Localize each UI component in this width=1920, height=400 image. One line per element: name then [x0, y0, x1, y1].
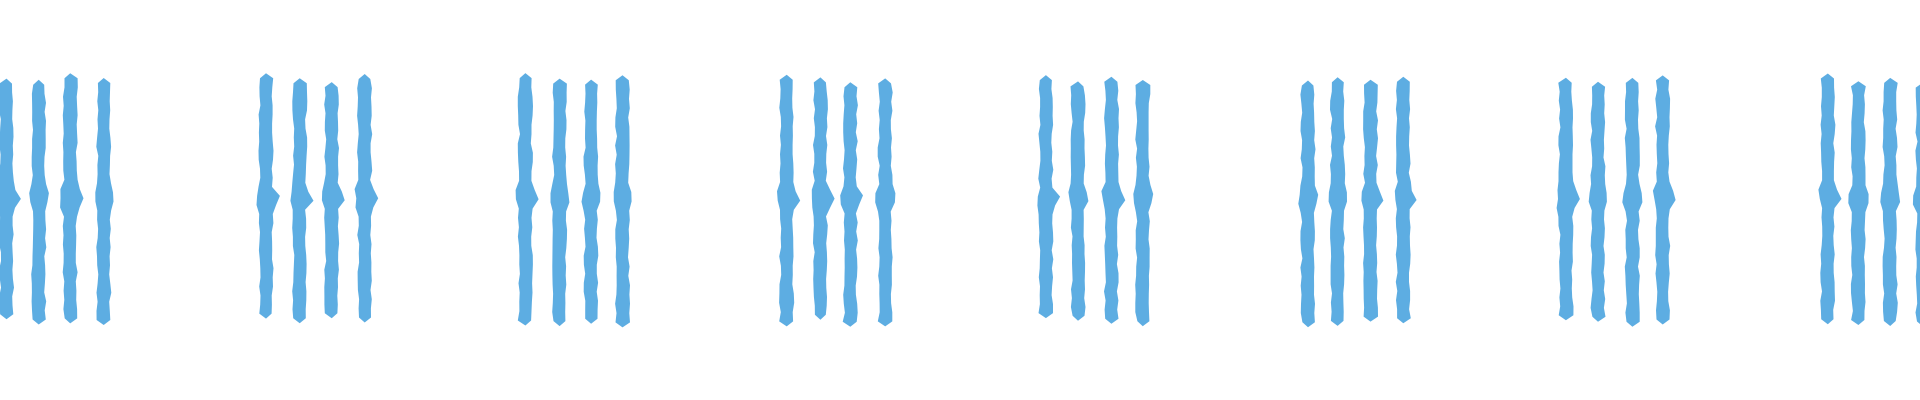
bar-group [1037, 75, 1154, 327]
bar-group [1818, 73, 1920, 327]
brush-bar [95, 78, 114, 325]
brush-bar [840, 82, 863, 327]
brush-bar [875, 78, 896, 327]
brush-bar [1394, 76, 1417, 324]
bar-group [1556, 75, 1676, 327]
brush-bar [1133, 80, 1154, 327]
brush-bar [613, 75, 632, 328]
brush-bar [1848, 81, 1869, 325]
bar-group [777, 74, 896, 327]
brush-bar [1101, 76, 1126, 324]
brush-bar [354, 74, 379, 323]
bar-group [515, 73, 632, 328]
brush-bar [60, 73, 84, 324]
brush-bar [321, 82, 345, 319]
brush-bar [581, 79, 601, 324]
bar-group [1298, 76, 1417, 328]
brush-bar [256, 73, 280, 319]
brush-bar [1361, 79, 1384, 322]
brush-bar [1588, 81, 1607, 322]
brush-bar [1298, 80, 1319, 328]
brush-bar [777, 74, 801, 327]
brush-bar [550, 78, 570, 327]
brush-bar [1912, 84, 1920, 324]
brush-bar [1556, 77, 1580, 321]
brush-bar [1328, 77, 1347, 326]
bar-group [256, 73, 379, 324]
brush-bar [1880, 77, 1901, 327]
brush-bar [515, 73, 539, 326]
bar-group [0, 73, 114, 325]
bar-groups [0, 73, 1920, 328]
brush-bar [1037, 75, 1061, 319]
brush-bar [1652, 75, 1676, 325]
brush-bar [29, 79, 49, 325]
brush-bar [290, 78, 314, 324]
brush-bar [1068, 81, 1089, 321]
brush-bar [1622, 77, 1643, 327]
brush-bar [811, 77, 835, 320]
brush-bar [0, 78, 21, 320]
brush-bar [1818, 73, 1842, 325]
